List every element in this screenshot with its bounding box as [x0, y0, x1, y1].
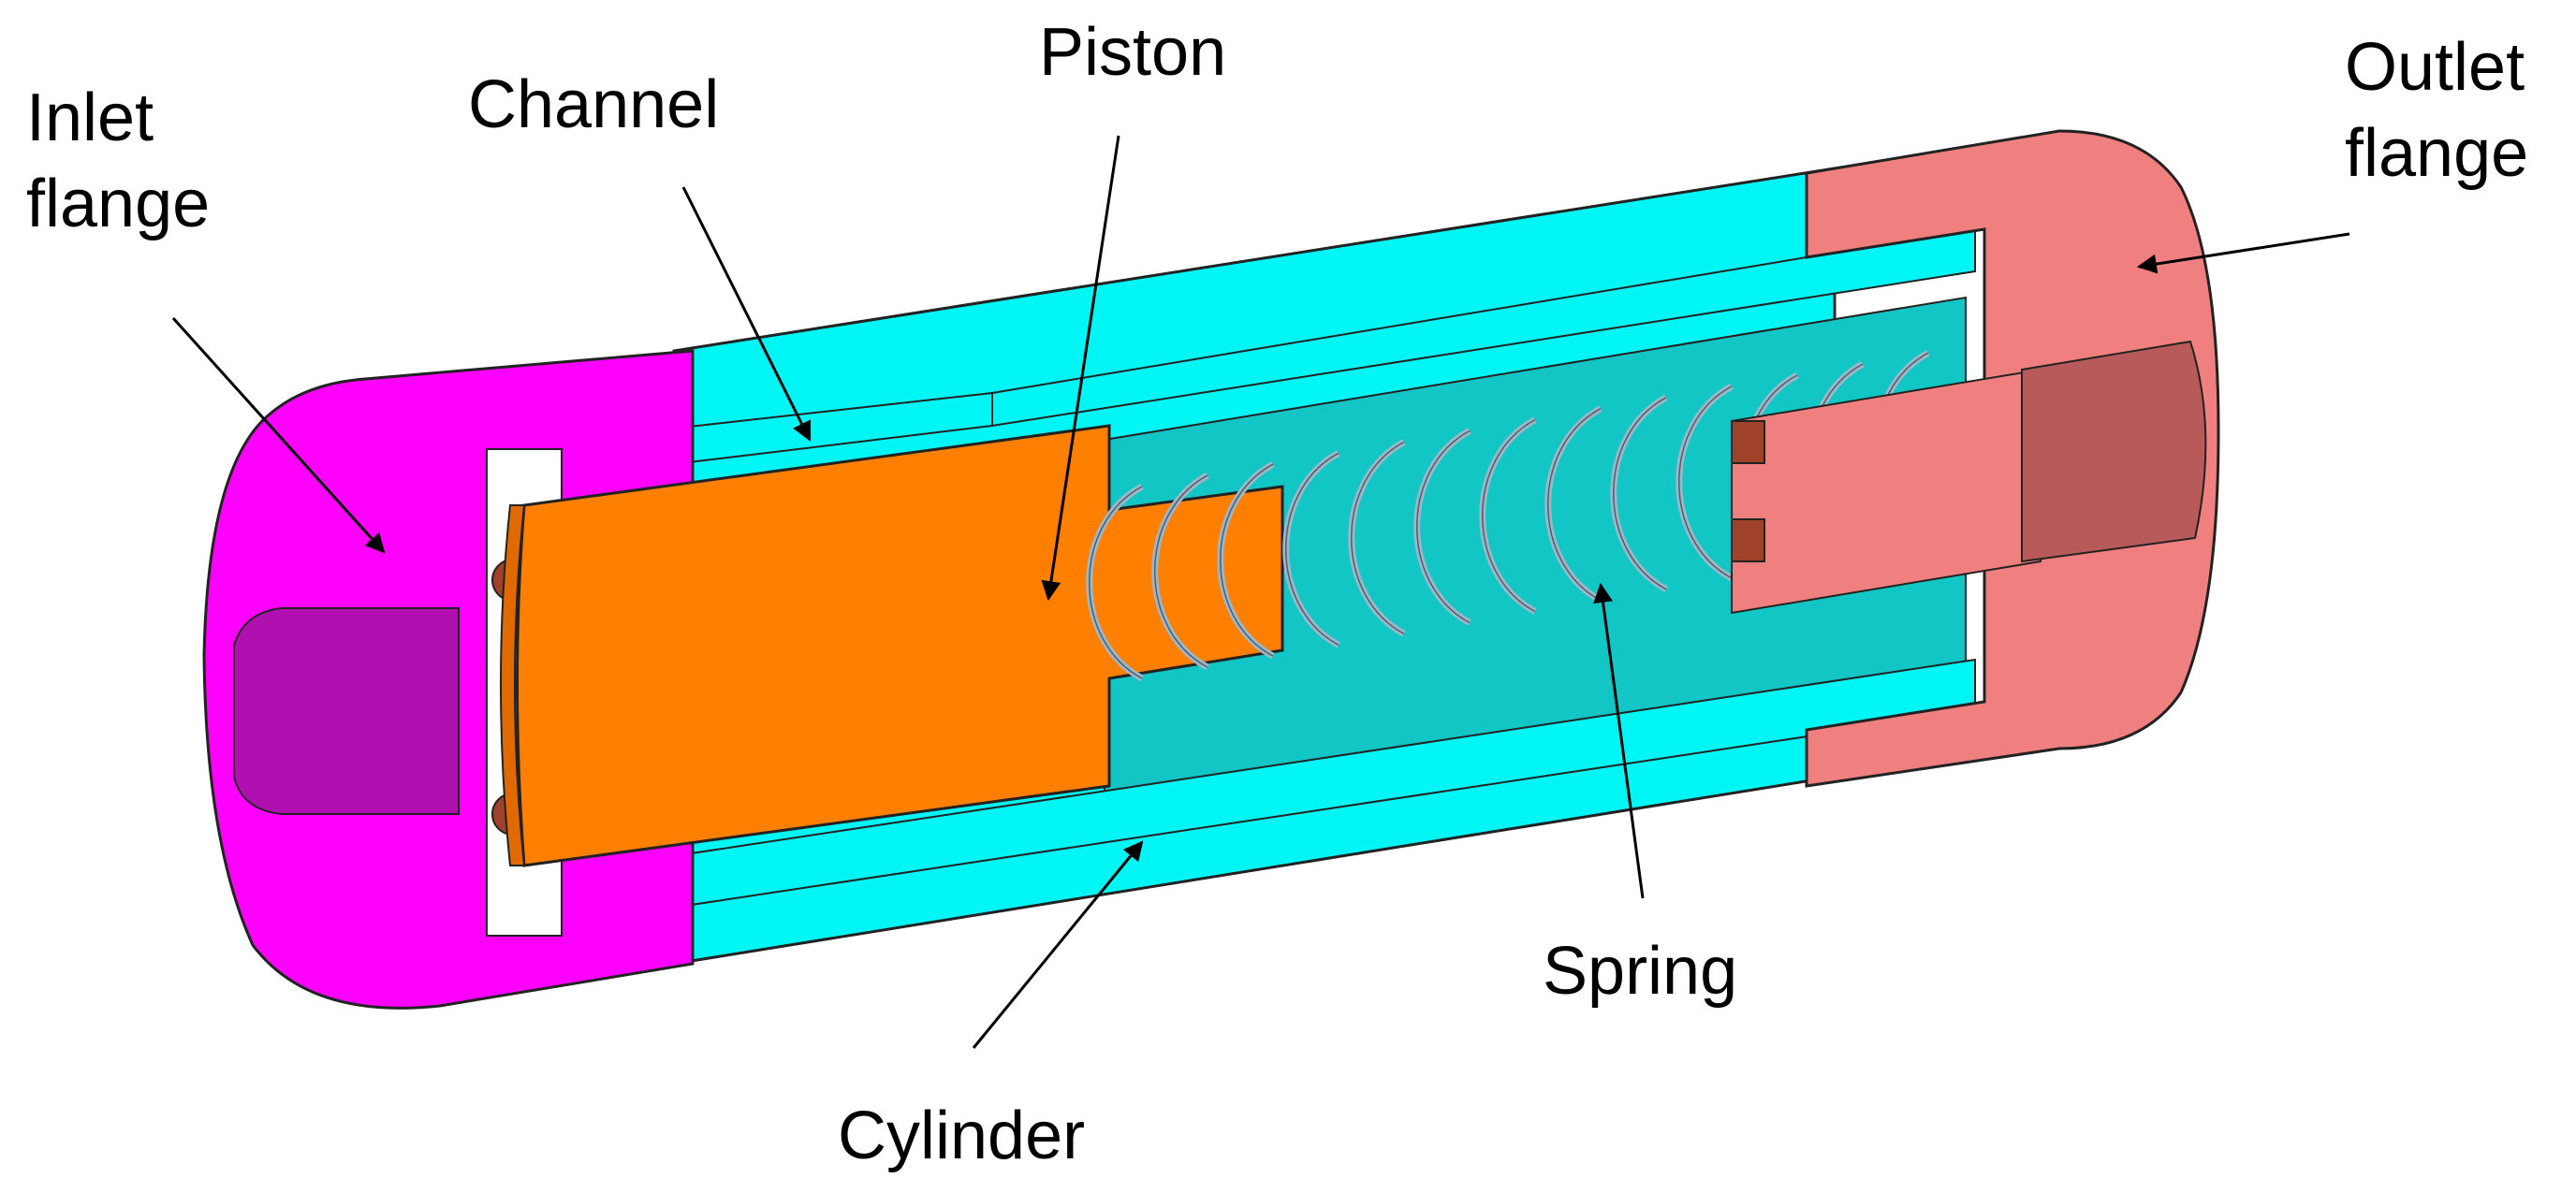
- arrow-outlet-flange: [2136, 232, 2350, 274]
- outlet-flange-stub-top: [1731, 420, 1765, 464]
- label-piston: Piston: [1039, 15, 1227, 90]
- arrow-piston: [1041, 135, 1120, 602]
- inlet-flange-bore: [233, 607, 460, 815]
- label-outlet-flange: Outlet flange: [2345, 30, 2529, 191]
- spring-coils: [1086, 350, 1930, 682]
- arrow-spring: [1593, 582, 1645, 899]
- arrow-cylinder: [972, 840, 1144, 1049]
- spring-coil-outline: [1351, 441, 1405, 635]
- spring-coil-outline: [1416, 429, 1471, 624]
- spring-coil-outline: [1678, 386, 1733, 579]
- spring-coil-outline: [1089, 486, 1143, 679]
- label-spring: Spring: [1543, 934, 1738, 1009]
- spring-coil-outline: [1547, 408, 1602, 602]
- arrow-channel: [681, 186, 812, 442]
- spring-coil-outline: [1154, 474, 1208, 668]
- outlet-flange-stub-bottom: [1731, 518, 1765, 562]
- arrow-inlet-flange: [171, 316, 386, 554]
- spring-coil-outline: [1285, 452, 1339, 646]
- label-inlet-flange: Inlet flange: [26, 80, 211, 241]
- label-channel: Channel: [468, 67, 720, 142]
- spring-coil-outline: [1482, 418, 1536, 613]
- label-cylinder: Cylinder: [838, 1098, 1086, 1173]
- cylinder-upper-wall-right: [991, 227, 1976, 428]
- spring-coil-outline: [1220, 463, 1274, 657]
- piston-face: [500, 504, 526, 866]
- outlet-flange-bore: [2021, 340, 2207, 563]
- spring-coil-outline: [1613, 397, 1667, 590]
